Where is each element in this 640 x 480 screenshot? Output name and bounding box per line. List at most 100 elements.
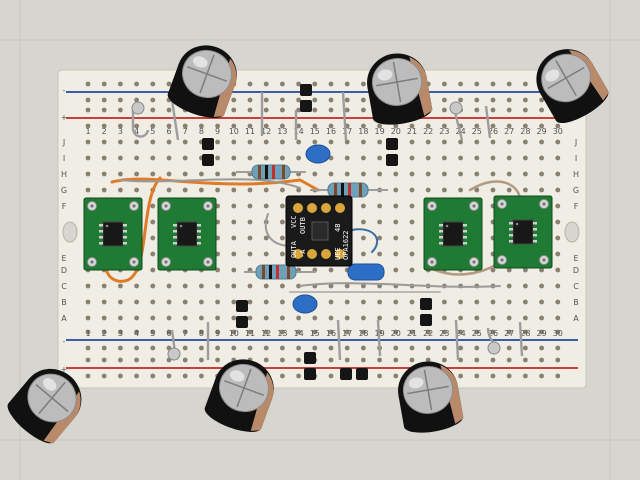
- ceramic-cap-3: [292, 294, 318, 314]
- board-hole: [150, 267, 156, 273]
- board-hole: [474, 139, 480, 145]
- ic-pin: [99, 242, 103, 245]
- column-number-bottom: 4: [134, 329, 139, 338]
- board-hole: [539, 373, 544, 379]
- row-letter-left: D: [61, 266, 67, 275]
- column-number-bottom: 30: [553, 329, 563, 338]
- board-hole: [118, 187, 123, 193]
- board-hole: [280, 315, 285, 321]
- board-hole: [280, 299, 285, 305]
- board-hole: [263, 357, 269, 363]
- column-number-top: 14: [294, 127, 304, 136]
- ic-pin: [509, 222, 513, 225]
- column-number-top: 4: [134, 127, 139, 136]
- board-hole: [442, 187, 447, 193]
- board-hole: [296, 329, 301, 335]
- board-hole: [442, 315, 447, 321]
- jumper-13: [518, 321, 524, 357]
- adapter-pad-hole: [164, 204, 168, 208]
- board-hole: [539, 171, 544, 177]
- board-hole: [247, 107, 253, 113]
- board-hole: [134, 171, 140, 177]
- board-hole: [361, 81, 366, 87]
- board-hole: [442, 139, 447, 145]
- board-hole: [134, 373, 140, 379]
- opa-pad-6: [307, 249, 317, 259]
- board-hole: [344, 139, 350, 145]
- board-hole: [393, 329, 399, 335]
- ic-pin: [197, 242, 201, 245]
- jumper-header-c: [386, 138, 398, 166]
- board-hole: [101, 155, 107, 161]
- column-number-bottom: 22: [423, 329, 433, 338]
- board-hole: [344, 345, 350, 351]
- opamp-adapter-board-3: [423, 197, 483, 271]
- column-number-bottom: 24: [456, 329, 466, 338]
- board-hole: [442, 329, 447, 335]
- board-hole: [523, 187, 528, 193]
- board-hole: [474, 357, 480, 363]
- column-number-bottom: 1: [85, 329, 90, 338]
- column-number-top: 26: [488, 127, 498, 136]
- board-hole: [474, 187, 480, 193]
- board-hole: [85, 345, 91, 351]
- board-hole: [280, 345, 285, 351]
- board-hole: [490, 107, 496, 113]
- board-hole: [555, 171, 561, 177]
- board-hole: [409, 251, 415, 257]
- jumper-1: [131, 108, 150, 138]
- board-hole: [247, 203, 253, 209]
- adapter-pad-hole: [430, 260, 434, 264]
- cap-vent-v: [555, 59, 577, 97]
- board-hole: [182, 345, 188, 351]
- board-hole: [231, 187, 237, 193]
- board-hole: [555, 315, 561, 321]
- board-hole: [377, 219, 382, 225]
- board-hole: [150, 123, 156, 129]
- board-hole: [85, 97, 91, 103]
- board-hole: [409, 345, 415, 351]
- board-hole: [118, 81, 123, 87]
- row-letter-right: B: [573, 298, 579, 307]
- board-hole: [150, 251, 156, 257]
- board-hole: [506, 283, 512, 289]
- board-hole: [409, 357, 415, 363]
- board-hole: [296, 97, 301, 103]
- board-hole: [215, 171, 221, 177]
- board-hole: [215, 329, 221, 335]
- cap-base: [204, 404, 262, 432]
- board-hole: [118, 107, 123, 113]
- board-hole: [555, 123, 561, 129]
- board-hole: [280, 97, 285, 103]
- board-hole: [134, 123, 140, 129]
- board-hole: [101, 299, 107, 305]
- opa-pad-1: [293, 203, 303, 213]
- ic-pin: [173, 230, 177, 233]
- column-number-top: 18: [358, 127, 368, 136]
- board-hole: [523, 97, 528, 103]
- board-hole: [263, 251, 269, 257]
- row-letter-right: F: [574, 202, 579, 211]
- board-hole: [523, 139, 528, 145]
- mounting-hole-right: [564, 221, 580, 243]
- board-hole: [85, 315, 91, 321]
- board-hole: [490, 171, 496, 177]
- board-hole: [425, 357, 431, 363]
- board-hole: [118, 373, 123, 379]
- board-hole: [539, 315, 544, 321]
- ic-pin1-dot: [179, 224, 183, 228]
- board-hole: [134, 97, 140, 103]
- board-hole: [118, 357, 123, 363]
- column-number-bottom: 17: [342, 329, 352, 338]
- board-hole: [458, 97, 463, 103]
- board-hole: [312, 97, 318, 103]
- board-hole: [118, 97, 123, 103]
- board-hole: [425, 171, 431, 177]
- board-hole: [280, 155, 285, 161]
- board-hole: [134, 81, 140, 87]
- board-hole: [150, 329, 156, 335]
- wire-blue-chip: [351, 228, 379, 253]
- board-hole: [328, 345, 334, 351]
